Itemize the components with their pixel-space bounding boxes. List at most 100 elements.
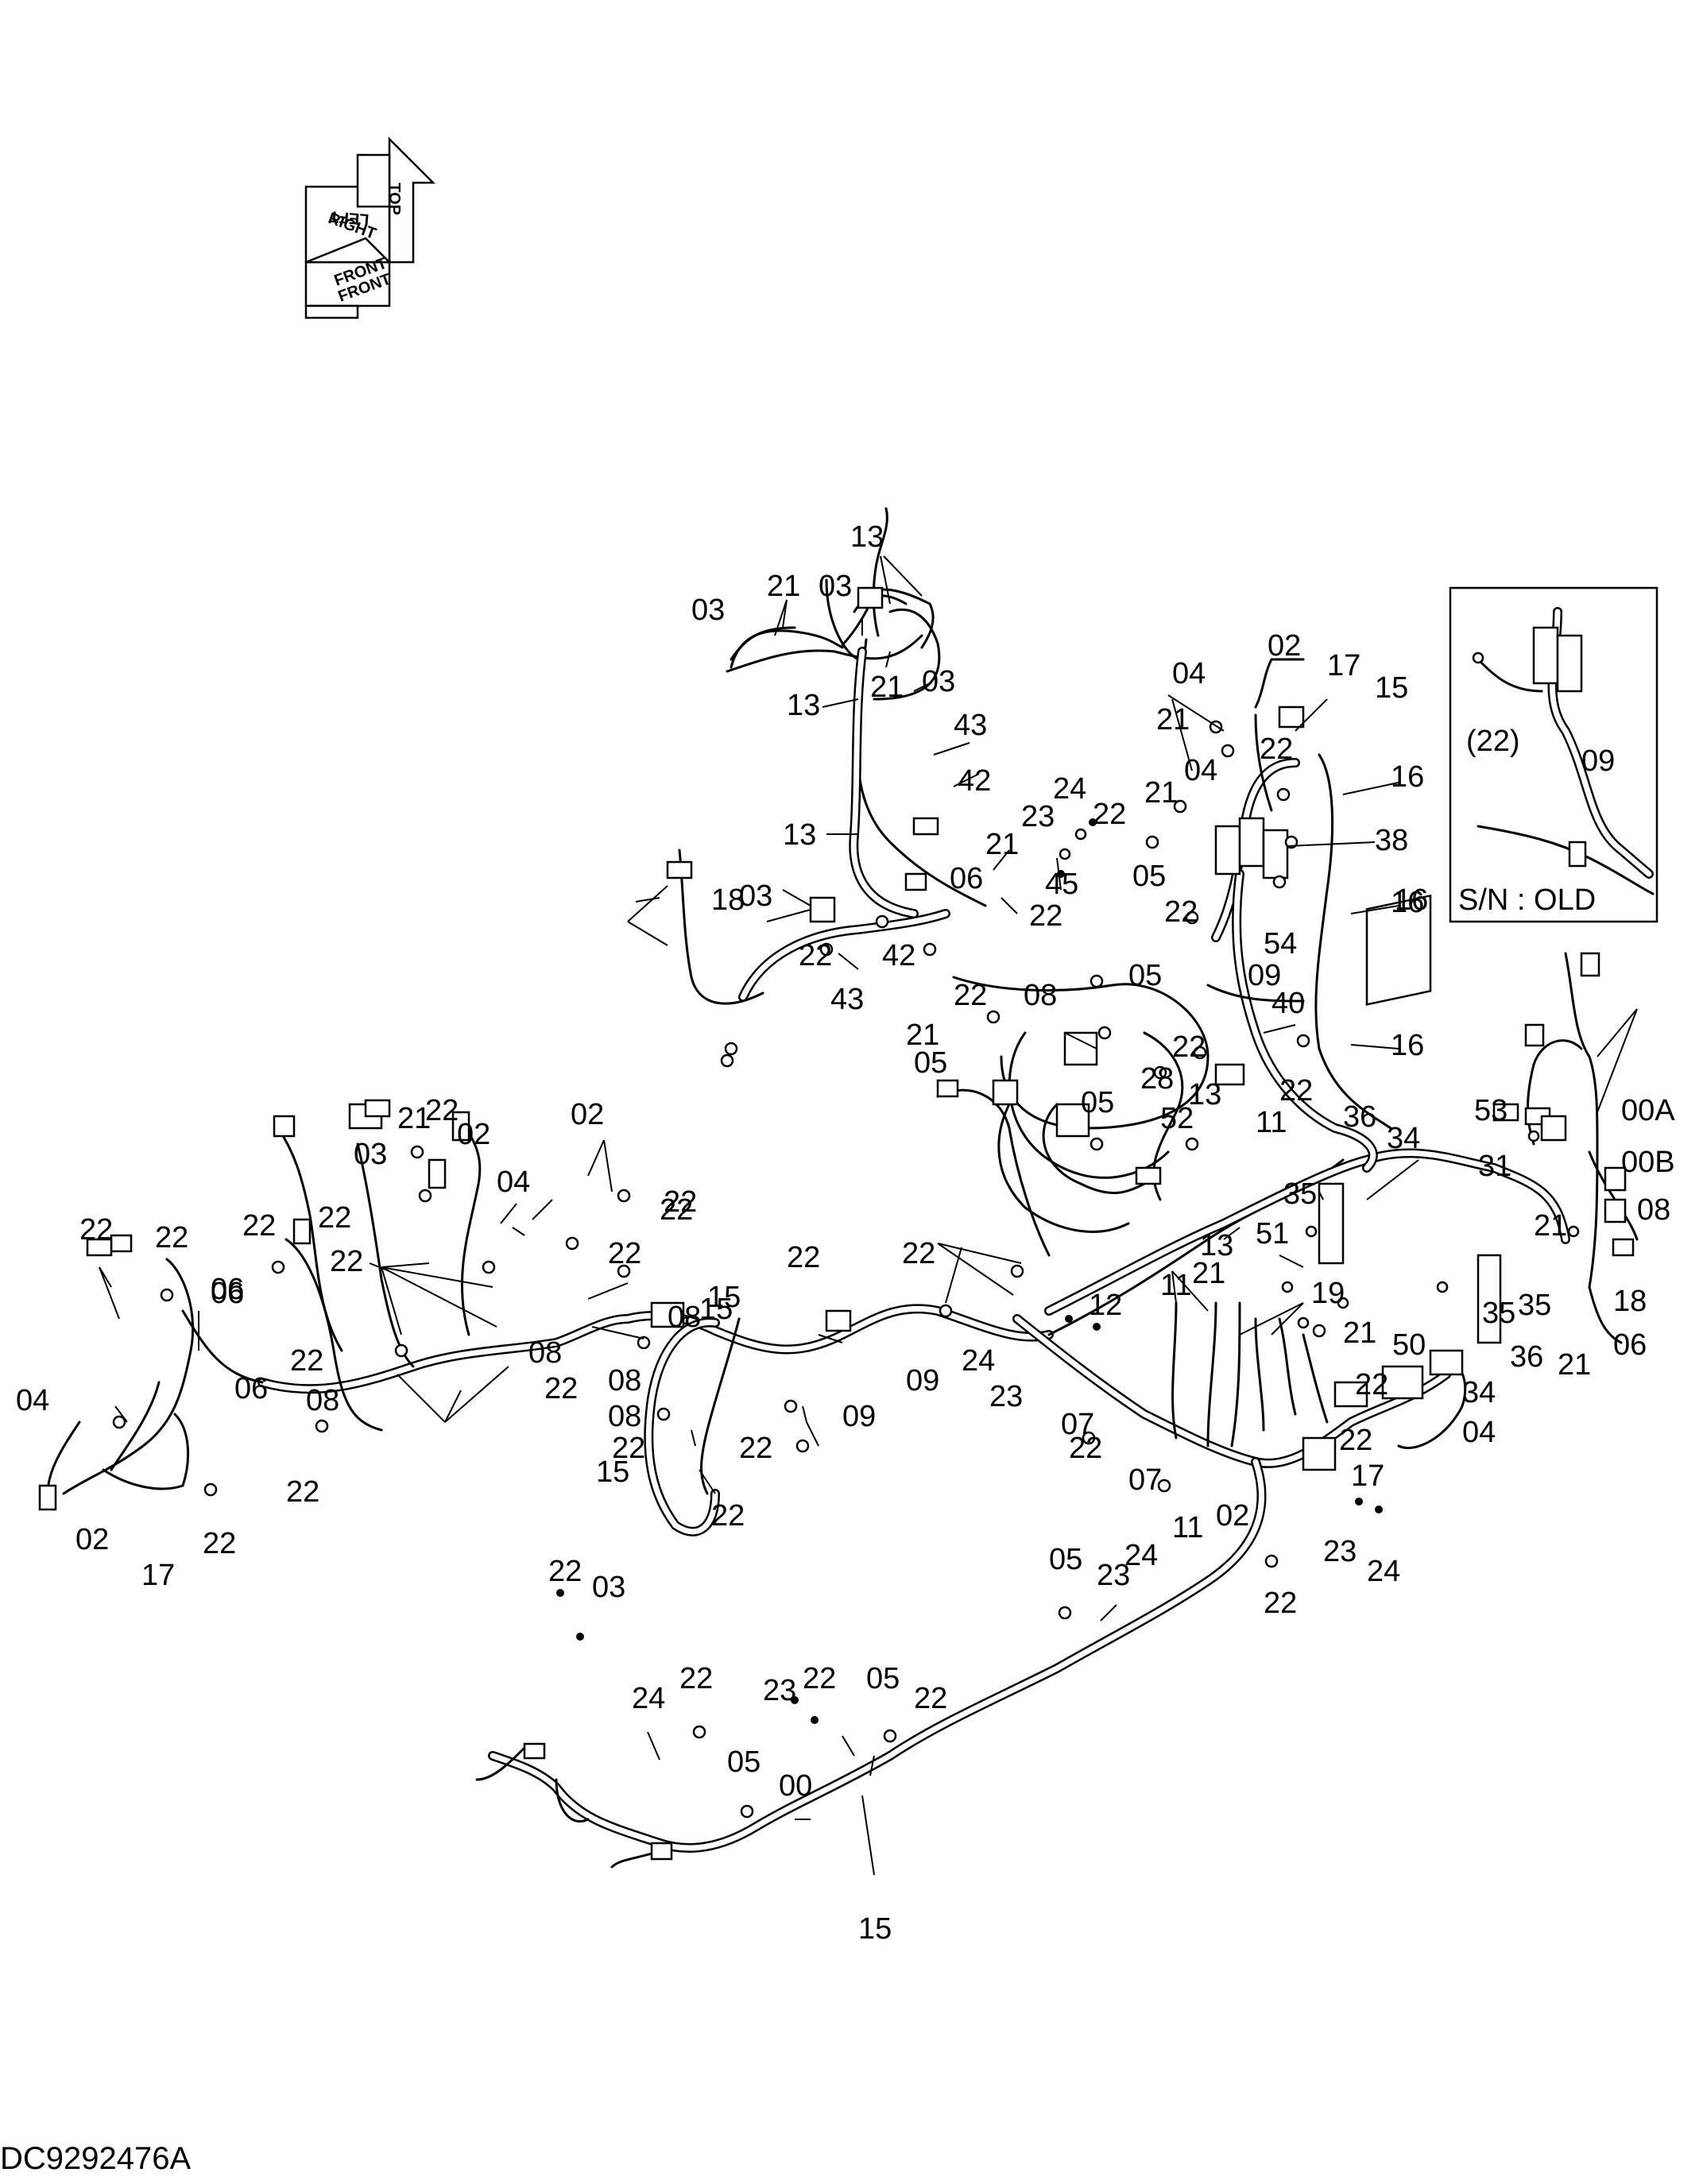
part-label: 04: [1184, 754, 1217, 787]
part-labels: 13 21 03 03 21 03 13 43 42 13 02 04 17 1…: [16, 520, 1675, 1946]
part-label: 11: [1256, 1106, 1287, 1139]
part-label: 22: [286, 1475, 319, 1509]
orientation-indicator: LEFT TOP RIGHT FRONT FRONT: [304, 136, 436, 319]
part-label: 03: [354, 1138, 387, 1171]
part-label: 15: [596, 1455, 629, 1489]
part-label: 16: [1391, 886, 1424, 919]
orient-label-left: LEFT: [329, 207, 370, 228]
part-label: 28: [1140, 1062, 1174, 1096]
inset-label-22: (22): [1466, 725, 1520, 758]
part-label: 24: [632, 1682, 665, 1715]
part-label: 22: [1069, 1432, 1102, 1465]
part-label: 24: [1053, 772, 1086, 806]
part-label: 22: [679, 1662, 713, 1695]
part-label: 21: [1343, 1316, 1376, 1350]
part-label: 53: [1474, 1094, 1508, 1127]
part-label: 06: [211, 1277, 244, 1310]
part-label: 22: [79, 1213, 113, 1247]
part-label: 04: [497, 1165, 530, 1199]
part-label: 54: [1264, 927, 1297, 961]
part-label: 21: [1156, 703, 1190, 736]
fasteners: [112, 720, 1580, 1819]
part-label: 22: [1279, 1074, 1313, 1107]
part-label: 19: [1311, 1277, 1345, 1310]
part-label: 22: [711, 1499, 745, 1533]
part-label: 21: [767, 570, 800, 603]
part-label: 02: [457, 1118, 490, 1151]
part-label: 08: [668, 1301, 701, 1334]
part-label: 21: [906, 1019, 939, 1052]
part-label: 05: [727, 1745, 761, 1779]
inset-label-09: 09: [1581, 744, 1615, 778]
part-label: 08: [1637, 1193, 1670, 1227]
part-label: 22: [1029, 899, 1062, 933]
part-label: 22: [1260, 733, 1293, 766]
part-label: 40: [1271, 987, 1305, 1020]
part-label: 22: [608, 1237, 641, 1270]
part-label: 17: [1351, 1459, 1384, 1493]
part-label: 24: [1124, 1539, 1158, 1572]
part-label: 22: [330, 1245, 363, 1278]
part-label: 13: [783, 818, 816, 852]
part-label: 21: [870, 671, 904, 704]
part-label: 16: [1395, 883, 1428, 917]
part-label: 42: [958, 764, 991, 798]
part-label: 00B: [1621, 1146, 1675, 1179]
part-label: 12: [1089, 1289, 1122, 1322]
part-label: 03: [819, 570, 852, 603]
part-label: 22: [803, 1662, 836, 1695]
part-label: 22: [1164, 895, 1198, 929]
part-label: 22: [612, 1432, 645, 1465]
part-label: 03: [592, 1571, 625, 1604]
part-label: 22: [739, 1432, 772, 1465]
part-label: 05: [1049, 1543, 1082, 1576]
part-label: 18: [1613, 1285, 1647, 1318]
part-label: 22: [660, 1193, 693, 1227]
part-label: 06: [950, 862, 983, 895]
part-label: 22: [954, 979, 987, 1012]
part-label: 34: [1387, 1122, 1420, 1155]
part-label: 52: [1160, 1102, 1194, 1135]
part-label: 00: [779, 1769, 812, 1803]
part-label: 17: [141, 1559, 175, 1592]
part-label: 22: [548, 1555, 582, 1588]
part-label: 22: [203, 1527, 236, 1560]
part-label: 36: [1343, 1100, 1376, 1134]
part-label: 02: [1268, 629, 1301, 663]
part-label: 11: [1172, 1511, 1203, 1544]
part-label: 22: [1264, 1587, 1297, 1620]
part-label: 22: [1339, 1424, 1372, 1457]
part-label: 13: [787, 689, 820, 722]
part-label: 35: [1518, 1289, 1551, 1322]
part-label: 09: [906, 1364, 939, 1397]
part-label: 23: [1323, 1535, 1357, 1568]
part-label: 17: [1327, 649, 1360, 682]
part-label: 21: [1192, 1257, 1225, 1290]
part-label: 51: [1256, 1217, 1289, 1250]
part-label: 35: [1482, 1297, 1515, 1330]
part-label: 02: [571, 1098, 604, 1131]
part-label: 00A: [1621, 1094, 1675, 1127]
part-label: 11: [1160, 1269, 1191, 1302]
harness-wires: [46, 507, 1639, 1869]
components: [38, 586, 1635, 1861]
part-label: 23: [1021, 800, 1055, 833]
part-label: 22: [787, 1241, 820, 1274]
part-label: 15: [699, 1293, 733, 1326]
part-label: 21: [1144, 776, 1178, 810]
part-label: 18: [711, 883, 745, 917]
part-label: 22: [664, 1185, 697, 1219]
part-label: 16: [1391, 760, 1424, 794]
part-label: 23: [763, 1674, 796, 1707]
part-label: 03: [739, 879, 772, 913]
part-label: 22: [914, 1682, 947, 1715]
part-label: 05: [866, 1662, 900, 1695]
part-label: 22: [425, 1094, 459, 1127]
part-label: 42: [882, 939, 915, 972]
part-label: 22: [290, 1344, 323, 1378]
part-label: 02: [75, 1523, 109, 1556]
part-label: 13: [850, 520, 884, 554]
part-label: 07: [1061, 1408, 1094, 1441]
part-label: 22: [1355, 1368, 1388, 1401]
